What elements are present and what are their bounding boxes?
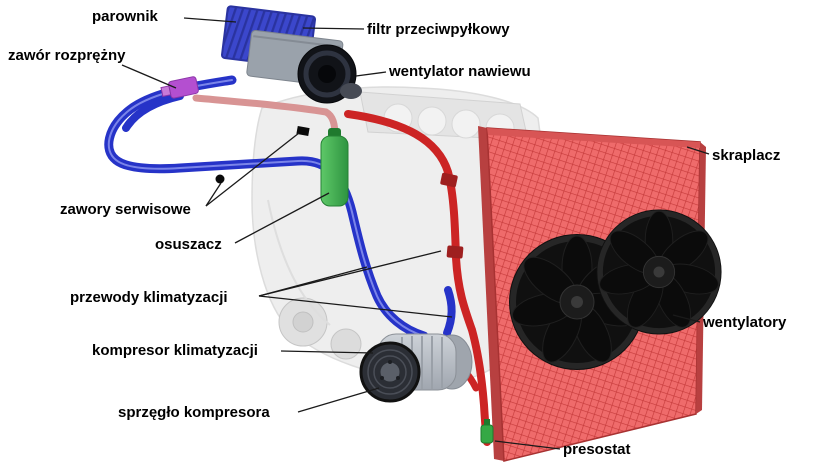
label-wentylatory: wentylatory — [703, 314, 787, 331]
label-zawor-rozprezny: zawór rozprężny — [8, 47, 126, 64]
leader-sprzeglo — [297, 387, 380, 413]
condenser-fan-right — [596, 209, 722, 335]
label-skraplacz: skraplacz — [712, 147, 781, 164]
leader-zawory-serwisowe-2 — [205, 132, 300, 207]
compressor — [359, 333, 473, 403]
leader-przewody-3 — [258, 295, 453, 318]
label-parownik: parownik — [92, 8, 158, 25]
leader-zawory-serwisowe-1 — [205, 182, 222, 207]
service-valve-high — [296, 126, 310, 136]
label-osuszacz: osuszacz — [155, 236, 222, 253]
compressor-clutch — [359, 341, 421, 403]
expansion-valve — [160, 76, 199, 99]
leader-zawor-rozprezny — [121, 64, 177, 89]
service-valve-low — [215, 174, 225, 184]
leader-parownik — [183, 17, 237, 23]
label-wentylator-nawiewu: wentylator nawiewu — [389, 63, 531, 80]
label-sprzeglo-kompresora: sprzęgło kompresora — [118, 404, 270, 421]
ac-line-blue — [104, 75, 456, 341]
leader-skraplacz — [686, 146, 710, 155]
pressure-switch — [480, 419, 494, 444]
blower-fan — [297, 44, 362, 104]
leader-filtr-przeciwpylkowy — [302, 27, 365, 30]
ac-line-red — [192, 94, 491, 446]
label-filtr-przeciwpylkowy: filtr przeciwpyłkowy — [367, 21, 510, 38]
leader-osuszacz — [234, 192, 330, 244]
label-presostat: presostat — [563, 441, 631, 458]
leader-kompresor — [280, 350, 374, 354]
label-kompresor-klimatyzacji: kompresor klimatyzacji — [92, 342, 258, 359]
label-przewody-klimatyzacji: przewody klimatyzacji — [70, 289, 228, 306]
label-zawory-serwisowe: zawory serwisowe — [60, 201, 191, 218]
leader-przewody-2 — [258, 250, 442, 297]
leader-wentylatory — [672, 314, 701, 323]
dryer — [320, 128, 349, 207]
leader-presostat — [494, 440, 561, 450]
leader-wentylator-nawiewu — [355, 71, 387, 77]
